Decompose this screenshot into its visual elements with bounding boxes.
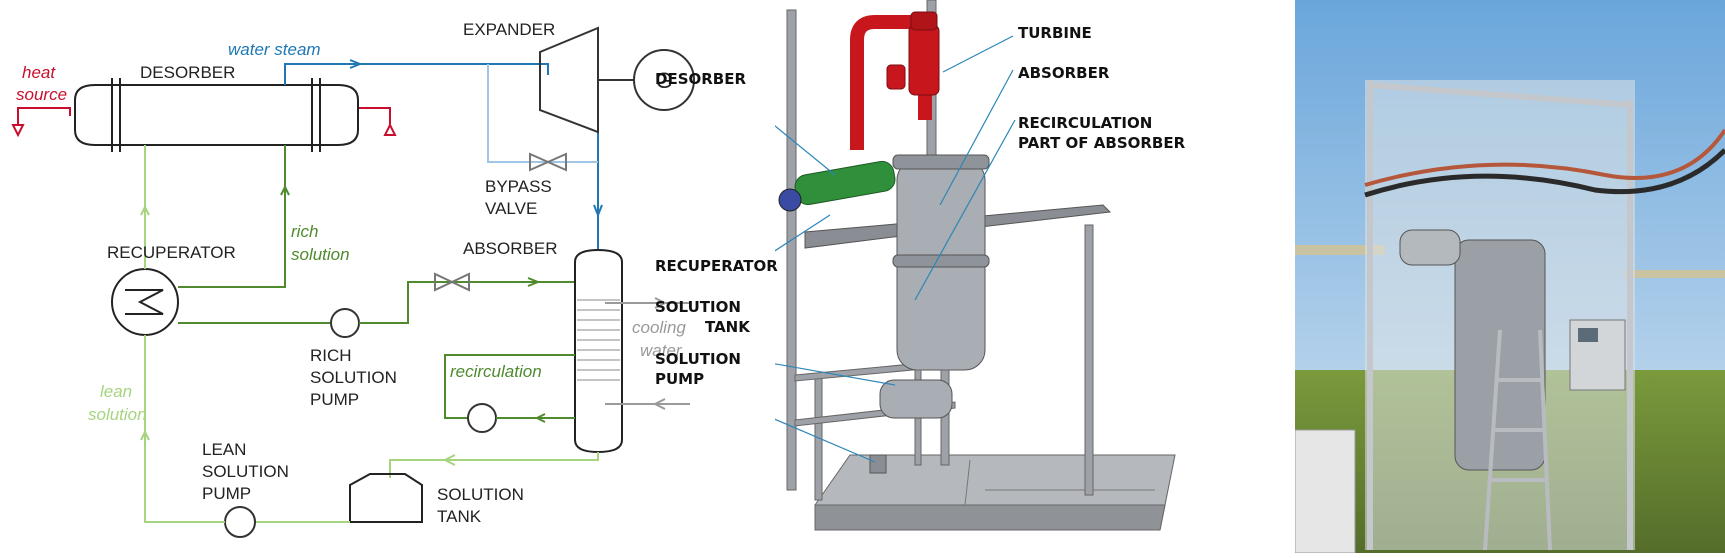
heat-out-arrow — [385, 125, 395, 135]
lean-pump-label-3: PUMP — [202, 484, 251, 503]
steam-line — [285, 64, 548, 85]
installation-photo — [1295, 0, 1725, 553]
rich-solution-line — [178, 145, 285, 287]
recuperator-label: RECUPERATOR — [107, 243, 236, 262]
cad-solution-tank — [880, 380, 952, 418]
lean-solution-pump — [225, 507, 255, 537]
rich-solution-pump — [331, 309, 359, 337]
absorber-column — [575, 250, 622, 452]
rich-pump-label-1: RICH — [310, 346, 352, 365]
expander — [540, 28, 598, 132]
heat-source-label-1: heat — [22, 63, 56, 82]
cad-recuperator-label: RECUPERATOR — [655, 257, 778, 275]
heat-in-arrow — [13, 125, 23, 135]
cad-recirculation-label-2: PART OF ABSORBER — [1018, 134, 1186, 152]
lean-pump-label-2: SOLUTION — [202, 462, 289, 481]
lean-solution-label-2: solution — [88, 405, 147, 424]
cad-absorber-label: ABSORBER — [1018, 64, 1110, 82]
solution-tank-label-1: SOLUTION — [437, 485, 524, 504]
bypass-valve-label-1: BYPASS — [485, 177, 552, 196]
recuperator — [112, 269, 178, 335]
desorber-label: DESORBER — [140, 63, 235, 82]
heat-out-line — [358, 108, 390, 125]
rich-solution-label-2: solution — [291, 245, 350, 264]
lean-solution-out — [390, 452, 598, 478]
bypass-valve-label-2: VALVE — [485, 199, 537, 218]
recirculation-label: recirculation — [450, 362, 542, 381]
water-steam-label: water steam — [228, 40, 321, 59]
absorber-label: ABSORBER — [463, 239, 557, 258]
cad-recirculation-label-1: RECIRCULATION — [1018, 114, 1152, 132]
heat-source-label-2: source — [16, 85, 67, 104]
lean-pump-label-1: LEAN — [202, 440, 246, 459]
cad-solution-tank-label-1: SOLUTION — [655, 298, 741, 316]
cad-solution-pump-label-2: PUMP — [655, 370, 704, 388]
solution-tank — [350, 474, 422, 522]
recirculation-pump — [468, 404, 496, 432]
rich-solution-label-1: rich — [291, 222, 318, 241]
cad-solution-pump — [870, 455, 886, 473]
cad-solution-tank-label-2: TANK — [705, 318, 751, 336]
cad-rendering: TURBINE ABSORBER RECIRCULATION PART OF A… — [775, 0, 1295, 553]
rich-pump-label-2: SOLUTION — [310, 368, 397, 387]
expander-label: EXPANDER — [463, 20, 555, 39]
rich-pump-label-3: PUMP — [310, 390, 359, 409]
solution-tank-label-2: TANK — [437, 507, 482, 526]
cad-desorber — [793, 160, 897, 207]
cad-turbine — [909, 25, 939, 95]
cad-svg: TURBINE ABSORBER RECIRCULATION PART OF A… — [775, 0, 1295, 553]
cad-desorber-label: DESORBER — [655, 70, 746, 88]
cad-solution-pump-label-1: SOLUTION — [655, 350, 741, 368]
cad-turbine-label: TURBINE — [1018, 24, 1092, 42]
lean-solution-label-1: lean — [100, 382, 132, 401]
desorber-vessel — [75, 85, 358, 145]
bypass-line — [488, 64, 598, 162]
heat-in-line — [18, 108, 70, 125]
cad-left-labels: DESORBER RECUPERATOR SOLUTION TANK SOLUT… — [655, 0, 785, 553]
photo-svg — [1295, 0, 1725, 553]
frame-post — [787, 10, 796, 490]
